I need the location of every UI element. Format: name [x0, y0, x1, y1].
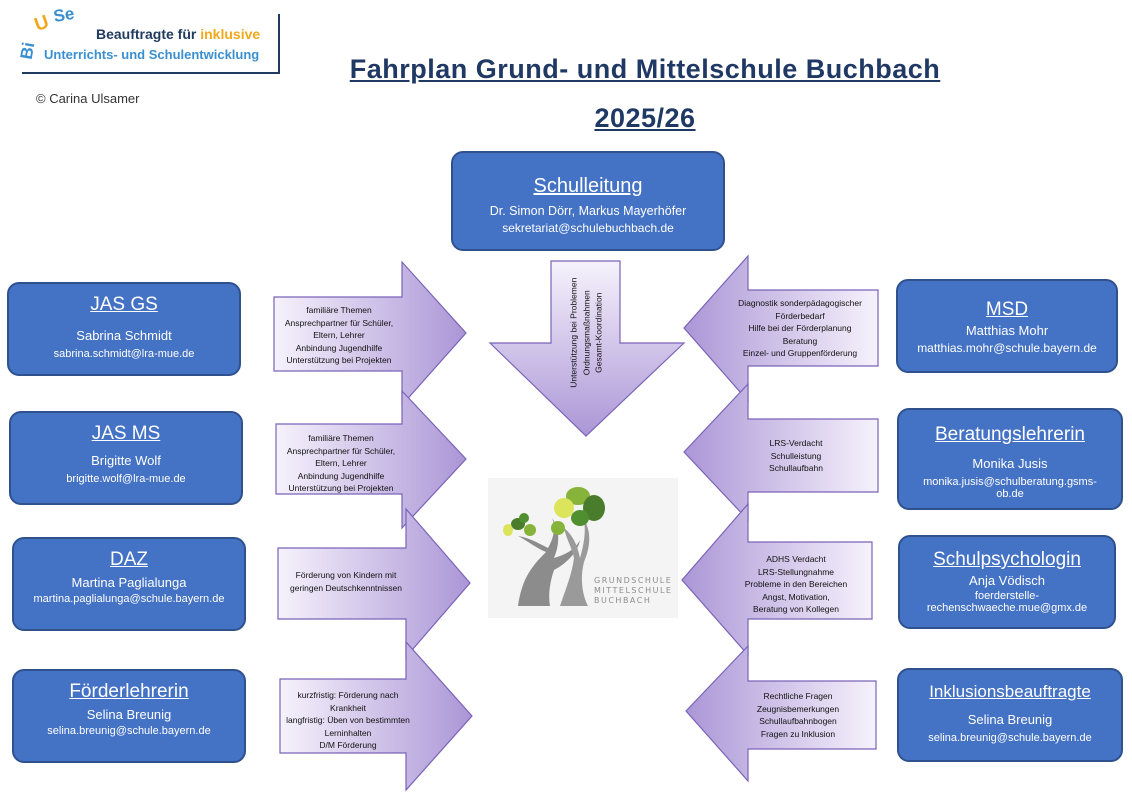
arrow-right-daz: [277, 507, 471, 659]
box-heading: Schulpsychologin: [933, 549, 1081, 570]
box-name: Martina Paglialunga: [71, 575, 187, 590]
arrow-right-foerderlehrerin: [279, 640, 473, 792]
biuse-logo-icon: Bi U Se: [17, 6, 76, 61]
box-email: sekretariat@schulebuchbach.de: [502, 221, 674, 235]
box-name: Selina Breunig: [967, 712, 1053, 727]
box-inklusionsbeauftragte: Inklusionsbeauftragte Selina Breunig sel…: [897, 668, 1123, 762]
arrow-right-jas-ms: [275, 389, 467, 530]
box-heading: Förderlehrerin: [69, 681, 189, 702]
box-jas-ms: JAS MS Brigitte Wolf brigitte.wolf@lra-m…: [9, 411, 243, 505]
box-name: Monika Jusis: [972, 456, 1048, 471]
box-heading: MSD: [985, 299, 1029, 320]
logo-line1: Beauftragte für inklusive: [96, 26, 261, 42]
box-heading: DAZ: [110, 549, 148, 570]
copyright-text: © Carina Ulsamer: [36, 91, 140, 106]
school-logo-text: GRUNDSCHULE MITTELSCHULE BUCHBACH: [594, 576, 673, 605]
box-email: selina.breunig@schule.bayern.de: [928, 732, 1092, 744]
box-heading: Schulleitung: [533, 175, 643, 197]
logo-wordmark-part: Bi: [17, 41, 39, 61]
box-email: brigitte.wolf@lra-mue.de: [66, 473, 186, 485]
box-email: monika.jusis@schulberatung.gsms-ob.de: [923, 476, 1097, 500]
box-name: Sabrina Schmidt: [76, 328, 172, 343]
box-email: sabrina.schmidt@lra-mue.de: [53, 348, 195, 360]
page-title: Fahrplan Grund- und Mittelschule Buchbac…: [349, 54, 941, 84]
logo-line2: Unterrichts- und Schulentwicklung: [44, 47, 260, 62]
box-schulleitung: Schulleitung Dr. Simon Dörr, Markus Maye…: [451, 151, 725, 251]
box-name: Matthias Mohr: [965, 323, 1049, 338]
box-heading: JAS MS: [91, 423, 161, 444]
svg-text:Se: Se: [52, 6, 76, 26]
box-jas-gs: JAS GS Sabrina Schmidt sabrina.schmidt@l…: [7, 282, 241, 376]
box-heading: JAS GS: [90, 294, 158, 315]
box-name: Selina Breunig: [86, 707, 172, 722]
box-email: foerderstelle-rechenschwaeche.mue@gmx.de: [926, 590, 1088, 614]
box-schulpsychologin: Schulpsychologin Anja Vödisch foerderste…: [898, 535, 1116, 629]
box-email: selina.breunig@schule.bayern.de: [47, 725, 211, 737]
arrow-down-text: Unterstützung bei Problemen Ordnungsmaßn…: [568, 277, 604, 388]
svg-text:U: U: [32, 12, 52, 36]
box-daz: DAZ Martina Paglialunga martina.paglialu…: [12, 537, 246, 631]
box-msd: MSD Matthias Mohr matthias.mohr@schule.b…: [896, 279, 1118, 373]
box-heading: Beratungslehrerin: [935, 424, 1085, 445]
school-logo-tree-icon: [488, 478, 678, 618]
box-email: matthias.mohr@schule.bayern.de: [917, 341, 1097, 355]
box-name: Brigitte Wolf: [91, 453, 161, 468]
box-heading: Inklusionsbeauftragte: [929, 682, 1091, 701]
box-beratungslehrerin: Beratungslehrerin Monika Jusis monika.ju…: [897, 408, 1123, 510]
box-foerderlehrerin: Förderlehrerin Selina Breunig selina.bre…: [12, 669, 246, 763]
box-names: Dr. Simon Dörr, Markus Mayerhöfer: [489, 204, 687, 218]
arrow-down-schulleitung: [488, 260, 686, 437]
box-name: Anja Vödisch: [969, 573, 1045, 588]
arrow-left-inklusion: [685, 644, 877, 783]
arrow-right-jas-gs: [273, 260, 467, 407]
logo-frame: [22, 14, 280, 74]
page-subtitle-year: 2025/26: [594, 103, 696, 133]
box-email: martina.paglialunga@schule.bayern.de: [33, 593, 225, 605]
